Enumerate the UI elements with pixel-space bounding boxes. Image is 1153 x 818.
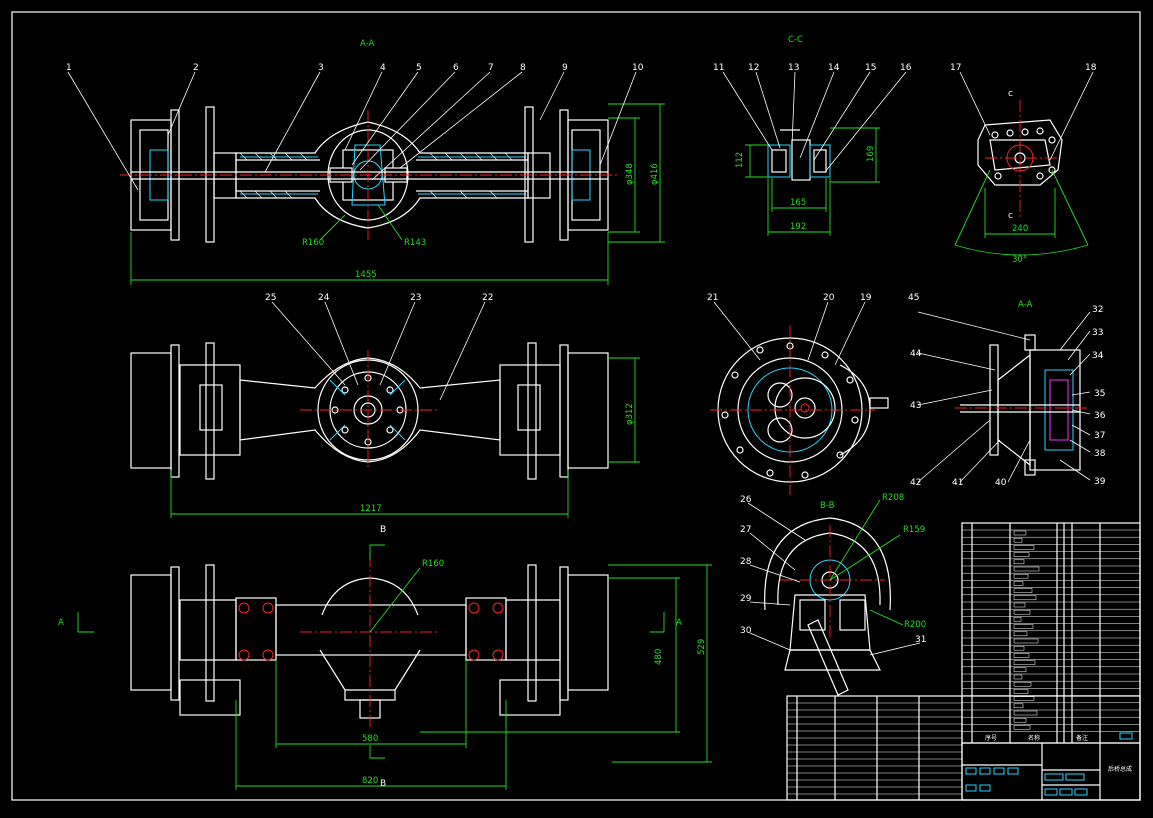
dim-165: 165 — [790, 198, 806, 208]
dim-312: φ312 — [625, 403, 635, 425]
balloon-24: 24 — [318, 293, 330, 303]
balloon-10: 10 — [632, 63, 644, 73]
b-b-section-view: B-B R208 R159 R200 26 27 28 29 30 31 — [740, 493, 926, 696]
balloon-31: 31 — [915, 635, 926, 645]
title-block: 后桥总成 — [786, 695, 1141, 801]
cut-b-bottom: B — [380, 779, 386, 789]
cut-a-left: A — [58, 618, 64, 628]
balloon-13: 13 — [788, 63, 799, 73]
balloon-45: 45 — [908, 293, 919, 303]
balloon-9: 9 — [562, 63, 568, 73]
hub-section-view: A-A 45 44 43 42 41 40 32 33 34 35 36 37 — [908, 293, 1106, 488]
balloon-27: 27 — [740, 525, 751, 535]
balloon-22: 22 — [482, 293, 493, 303]
balloon-3: 3 — [318, 63, 324, 73]
balloon-43: 43 — [910, 401, 921, 411]
axle-top-view: 1217 φ312 25 24 23 22 — [130, 293, 640, 518]
balloon-14: 14 — [828, 63, 840, 73]
balloon-28: 28 — [740, 557, 752, 567]
balloon-18: 18 — [1085, 63, 1097, 73]
balloon-12: 12 — [748, 63, 759, 73]
balloon-32: 32 — [1092, 305, 1103, 315]
cut-c-top: c — [1008, 89, 1013, 99]
balloon-7: 7 — [488, 63, 494, 73]
balloon-30: 30 — [740, 626, 752, 636]
balloon-38: 38 — [1094, 449, 1106, 459]
balloon-39: 39 — [1094, 477, 1106, 487]
balloon-1: 1 — [66, 63, 72, 73]
balloon-34: 34 — [1092, 351, 1104, 361]
balloon-4: 4 — [380, 63, 386, 73]
dim-r159: R159 — [903, 525, 925, 535]
dim-1217: 1217 — [360, 504, 382, 514]
dim-r160-bottom: R160 — [422, 559, 444, 569]
dim-30-deg: 30° — [1012, 255, 1027, 265]
dim-416: φ416 — [650, 163, 660, 185]
leaders-row1 — [67, 71, 637, 191]
parts-header-index: 序号 — [985, 734, 997, 742]
dim-192: 192 — [790, 222, 806, 232]
balloon-19: 19 — [860, 293, 872, 303]
view-title-a-a-right: A-A — [1018, 300, 1033, 310]
parts-list: 序号 名称 备注 — [961, 522, 1141, 744]
view-title-a-a: A-A — [360, 39, 375, 49]
balloon-16: 16 — [900, 63, 912, 73]
parts-header-name: 名称 — [1028, 734, 1040, 742]
view-title-b-b: B-B — [820, 501, 835, 511]
balloon-15: 15 — [865, 63, 876, 73]
dim-r200: R200 — [904, 620, 926, 630]
balloon-33: 33 — [1092, 328, 1103, 338]
balloon-37: 37 — [1094, 431, 1105, 441]
balloon-42: 42 — [910, 478, 921, 488]
dim-480: 480 — [654, 649, 664, 665]
axle-section-view: A-A — [66, 39, 665, 285]
dim-580: 580 — [362, 734, 378, 744]
balloon-23: 23 — [410, 293, 421, 303]
cut-b-top: B — [380, 525, 386, 535]
dim-169: 169 — [866, 146, 876, 162]
balloon-41: 41 — [952, 478, 963, 488]
cut-c-bottom: c — [1008, 211, 1013, 221]
dim-529: 529 — [697, 639, 707, 655]
dim-240: 240 — [1012, 224, 1028, 234]
balloon-44: 44 — [910, 349, 922, 359]
dim-r160-top: R160 — [302, 238, 324, 248]
balloon-29: 29 — [740, 594, 752, 604]
balloon-2: 2 — [193, 63, 199, 73]
parts-header-note: 备注 — [1076, 734, 1088, 742]
balloon-8: 8 — [520, 63, 526, 73]
dim-112: 112 — [735, 152, 745, 168]
dim-1455: 1455 — [355, 270, 377, 280]
balloon-36: 36 — [1094, 411, 1106, 421]
drawing-title: 后桥总成 — [1108, 765, 1132, 773]
dim-348: φ348 — [625, 163, 635, 185]
cut-a-right: A — [676, 618, 682, 628]
drawing-frame — [11, 11, 1141, 801]
view-title-c-c: C-C — [788, 35, 803, 45]
balloon-11: 11 — [713, 63, 724, 73]
dim-r208: R208 — [882, 493, 904, 503]
balloon-5: 5 — [416, 63, 422, 73]
flange-view: 240 30° c c 17 18 — [950, 63, 1097, 265]
dim-820: 820 — [362, 776, 378, 786]
balloon-26: 26 — [740, 495, 752, 505]
balloon-17: 17 — [950, 63, 961, 73]
balloon-25: 25 — [265, 293, 276, 303]
dim-r143: R143 — [404, 238, 426, 248]
c-c-section-view: C-C 192 165 112 169 11 12 13 14 15 16 — [713, 35, 912, 236]
balloon-20: 20 — [823, 293, 835, 303]
balloon-6: 6 — [453, 63, 459, 73]
balloon-35: 35 — [1094, 389, 1105, 399]
gear-end-view: 21 20 19 — [707, 293, 889, 495]
balloon-40: 40 — [995, 478, 1007, 488]
balloon-21: 21 — [707, 293, 718, 303]
axle-front-view: R160 580 820 480 529 B B A A — [58, 525, 712, 790]
